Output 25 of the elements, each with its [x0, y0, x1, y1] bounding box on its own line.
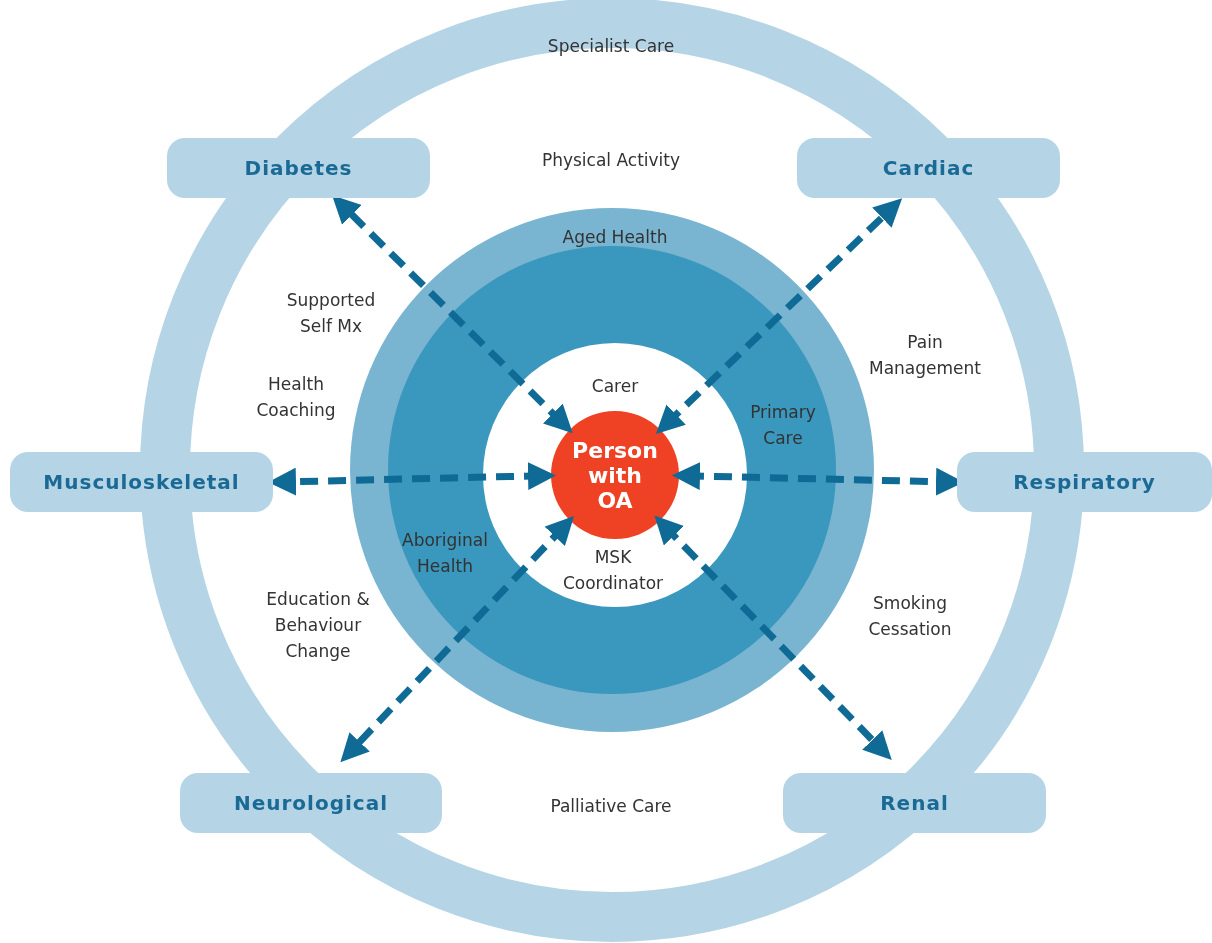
dashed-arrow: [332, 195, 573, 434]
service-label: Specialist Care: [546, 35, 676, 58]
dashed-arrow: [654, 515, 892, 761]
service-label: Palliative Care: [549, 795, 673, 818]
center-circle: [551, 411, 679, 539]
dashed-arrow: [655, 198, 903, 434]
service-label: Pain Management: [868, 331, 982, 380]
service-label: Smoking Cessation: [867, 592, 953, 641]
category-box: Renal: [783, 773, 1046, 833]
center-label: Person with OA: [571, 437, 659, 513]
service-label: Aged Health: [561, 226, 669, 249]
service-label: Aboriginal Health: [401, 529, 489, 578]
category-box: Musculoskeletal: [10, 452, 273, 512]
service-label: Carer: [590, 375, 640, 398]
service-label: Health Coaching: [255, 373, 337, 422]
service-label: Supported Self Mx: [285, 289, 377, 338]
service-label: Primary Care: [749, 401, 817, 450]
service-label: Education & Behaviour Change: [265, 588, 371, 663]
service-label: MSK Coordinator: [561, 546, 665, 595]
category-box: Neurological: [180, 773, 442, 833]
category-box: Diabetes: [167, 138, 430, 198]
dashed-arrow: [340, 516, 575, 763]
category-box: Cardiac: [797, 138, 1060, 198]
category-box: Respiratory: [957, 452, 1212, 512]
service-label: Physical Activity: [540, 149, 682, 172]
